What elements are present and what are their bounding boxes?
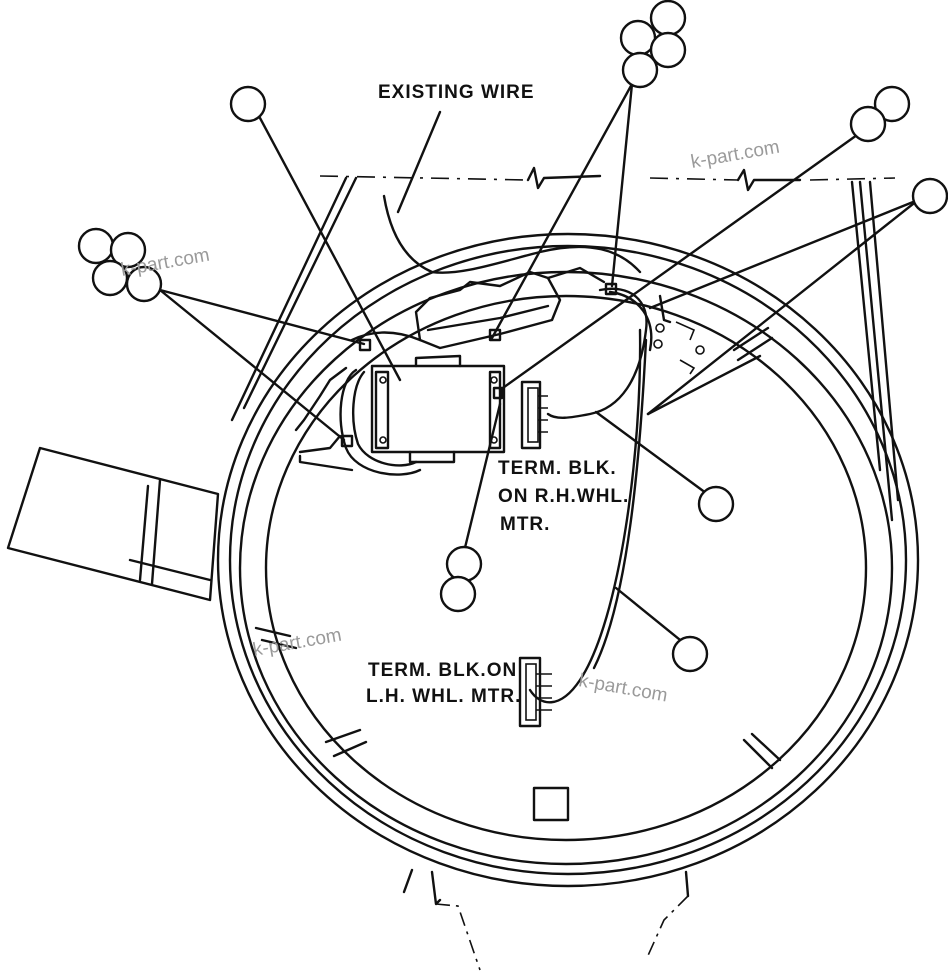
callout-bubble: [621, 51, 659, 89]
callout-bubble: [873, 85, 911, 123]
term-blk-rh-label-line1: TERM. BLK.: [498, 458, 617, 479]
terminal-block-rh: [520, 380, 548, 450]
callout-bubble: [671, 635, 709, 673]
bottom-fitting: [402, 786, 690, 971]
controller-box: [414, 266, 606, 350]
watermark: k-part.com: [577, 670, 669, 706]
left-arm-bracket: [6, 446, 220, 602]
callout-bubble: [109, 231, 147, 269]
callout-bubble: [439, 575, 477, 613]
callout-bubble: [911, 177, 948, 215]
callout-bubble: [77, 227, 115, 265]
connectors: [340, 282, 705, 448]
ring-slots: [254, 326, 782, 770]
term-blk-lh-label-line1: TERM. BLK.ON: [368, 660, 517, 681]
term-blk-lh-label-line2: L.H. WHL. MTR.: [366, 686, 521, 707]
terminal-block-lh: [518, 656, 552, 728]
callout-bubble: [229, 85, 267, 123]
callout-bubble: [649, 31, 687, 69]
existing-wire-label: EXISTING WIRE: [378, 82, 535, 103]
term-blk-rh-label-line2: ON R.H.WHL.: [498, 486, 629, 507]
callout-bubble: [649, 0, 687, 37]
wire-harness: [294, 194, 762, 704]
junction-box: [370, 354, 506, 464]
term-blk-rh-label-line3: MTR.: [500, 514, 550, 535]
section-break-line: [319, 166, 896, 192]
callout-bubbles: [77, 0, 948, 673]
callout-bubble: [849, 105, 887, 143]
callout-bubble: [697, 485, 735, 523]
callout-bubble: [445, 545, 483, 583]
callout-bubble: [125, 265, 163, 303]
watermark: k-part.com: [689, 137, 781, 173]
leader-lines: [158, 82, 920, 650]
